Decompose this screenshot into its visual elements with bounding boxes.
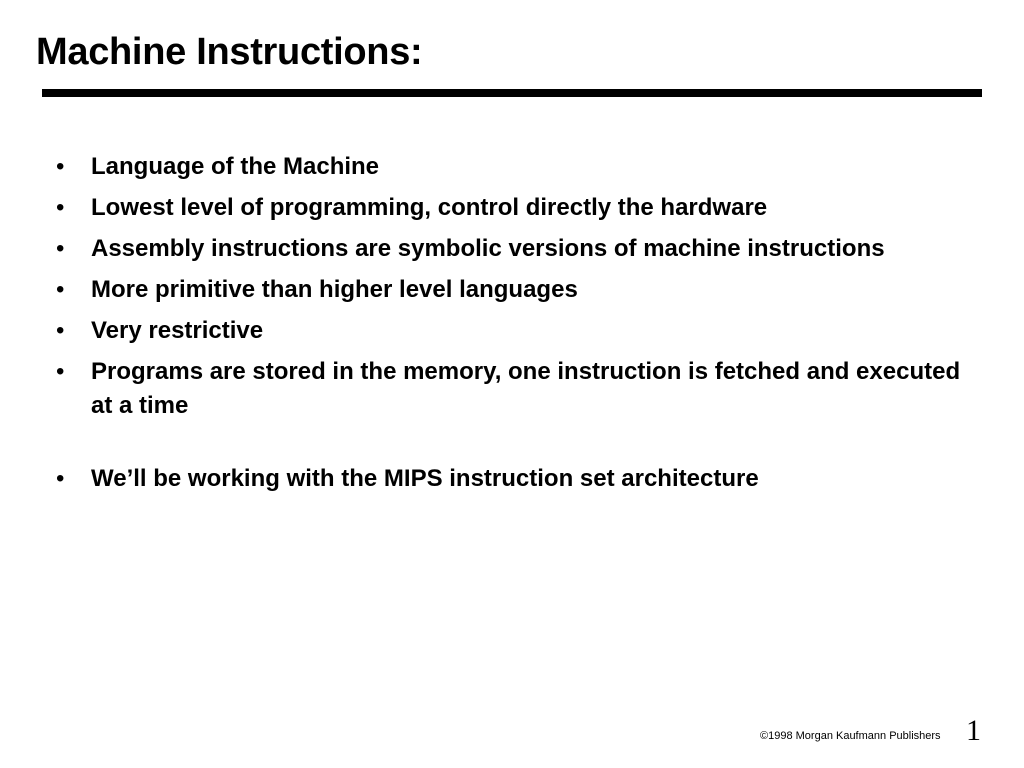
bullet-text: We’ll be working with the MIPS instructi…: [91, 465, 759, 492]
bullet-icon: •: [56, 153, 65, 180]
title-underline-rule: [42, 89, 982, 97]
bullet-item: • Very restrictive: [0, 314, 1024, 348]
bullet-item: • Programs are stored in the memory, one…: [0, 355, 1024, 423]
bullet-text: Assembly instructions are symbolic versi…: [91, 235, 885, 262]
slide-title: Machine Instructions:: [36, 31, 423, 73]
copyright-text: 1998 Morgan Kaufmann Publishers: [768, 730, 941, 742]
bullet-icon: •: [56, 465, 65, 492]
bullet-text: Lowest level of programming, control dir…: [91, 194, 768, 221]
bullet-text: Very restrictive: [91, 317, 264, 344]
bullet-text: Programs are stored in the memory, one i…: [91, 358, 961, 419]
bullet-icon: •: [56, 194, 65, 221]
bullet-icon: •: [56, 276, 65, 303]
bullet-item: • We’ll be working with the MIPS instruc…: [0, 462, 1024, 496]
bullet-icon: •: [56, 317, 65, 344]
bullet-icon: •: [56, 235, 65, 262]
footer-copyright: ©1998 Morgan Kaufmann Publishers: [760, 729, 941, 743]
page-number: 1: [966, 714, 981, 747]
bullet-item: • Assembly instructions are symbolic ver…: [0, 232, 1024, 266]
bullet-text: More primitive than higher level languag…: [91, 276, 578, 303]
bullet-icon: •: [56, 358, 65, 385]
bullet-item: • More primitive than higher level langu…: [0, 273, 1024, 307]
bullet-text: Language of the Machine: [91, 153, 380, 180]
bullet-item: • Language of the Machine: [0, 150, 1024, 184]
copyright-icon: ©: [760, 730, 769, 742]
bullet-list: • Language of the Machine • Lowest level…: [0, 150, 1024, 503]
bullet-item: • Lowest level of programming, control d…: [0, 191, 1024, 225]
